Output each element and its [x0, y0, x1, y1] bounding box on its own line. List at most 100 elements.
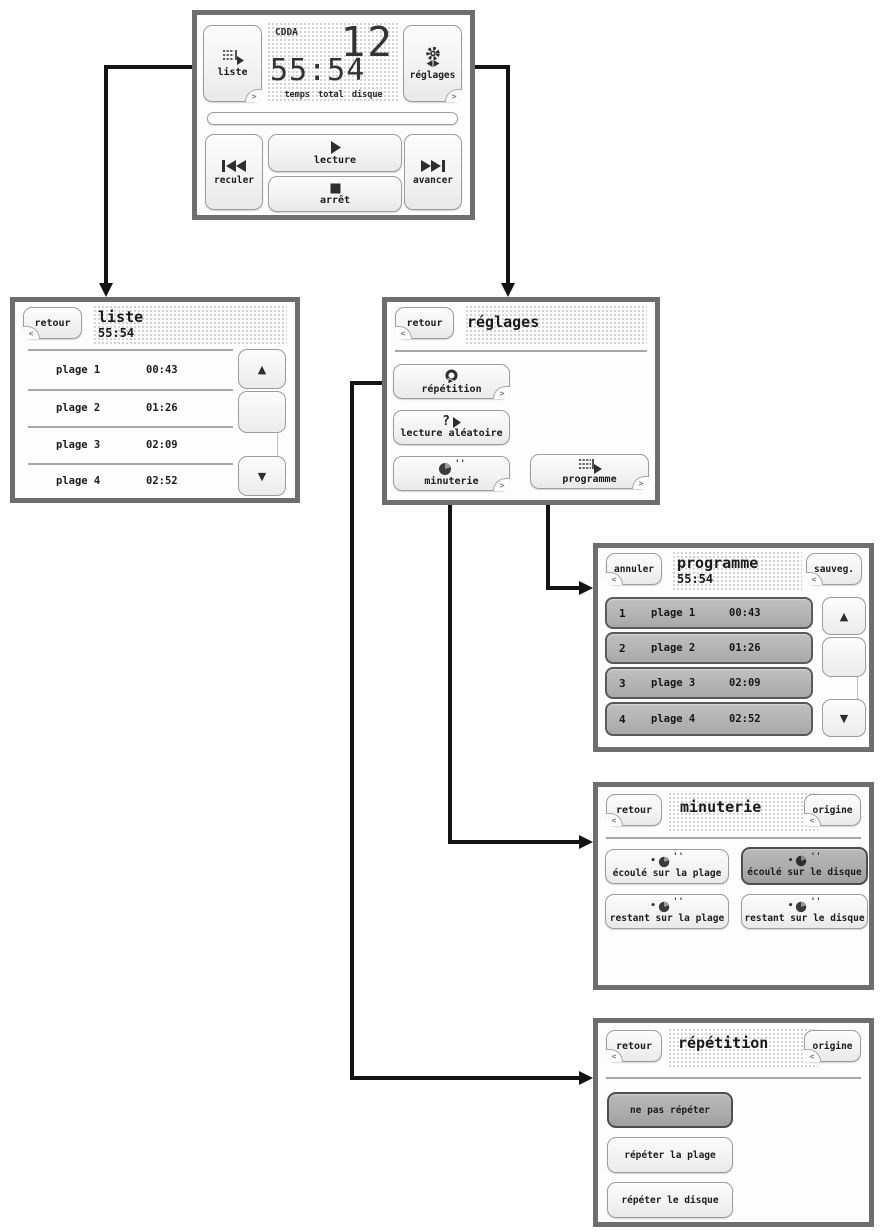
timer-pie-icon — [796, 855, 807, 867]
header-dots — [668, 1028, 818, 1067]
lecture-button[interactable]: lecture — [268, 134, 402, 172]
repeat-option-disc[interactable]: répéter le disque — [607, 1182, 733, 1218]
reglages-button[interactable]: réglages > — [403, 25, 462, 102]
origine-button[interactable]: origine < — [804, 1030, 861, 1062]
sauveg-button-label: sauveg. — [813, 563, 855, 575]
arrowhead-repetition — [579, 1071, 593, 1085]
timer-pie-icon — [658, 856, 670, 867]
track-time: 02:09 — [146, 439, 178, 451]
program-index: 4 — [619, 712, 626, 726]
liste-button-label: liste — [217, 67, 248, 78]
reglages-panel: retour < réglages répétition > ? lecture… — [382, 297, 660, 505]
header-separator — [395, 350, 647, 352]
programme-menu-button[interactable]: programme > — [530, 454, 649, 489]
arrowhead-programme — [579, 581, 593, 595]
track-list-item[interactable]: plage 2 01:26 — [28, 390, 233, 426]
arrowhead-reglages — [501, 283, 515, 297]
track-name: plage 3 — [56, 439, 101, 451]
forward-corner-icon: > — [632, 476, 649, 489]
reglages-button-label: réglages — [409, 70, 456, 81]
track-name: plage 3 — [651, 677, 696, 689]
timer-option-label: écoulé sur le disque — [747, 867, 862, 878]
timer-option-restant-disque[interactable]: • '' restant sur le disque — [741, 894, 868, 929]
arret-button-label: arrêt — [319, 194, 351, 206]
program-row[interactable]: 1 plage 1 00:43 — [605, 597, 813, 629]
origine-button[interactable]: origine < — [804, 794, 861, 826]
program-row[interactable]: 2 plage 2 01:26 — [605, 632, 813, 664]
timer-icon: '' — [438, 459, 465, 476]
up-arrow-icon: ▲ — [839, 609, 849, 623]
track-list-item[interactable]: plage 1 00:43 — [28, 352, 233, 388]
retour-button[interactable]: retour < — [23, 307, 82, 339]
scrollbar: ▲ ▼ — [238, 349, 286, 496]
program-row[interactable]: 3 plage 3 02:09 — [605, 667, 813, 699]
panel-title: répétition — [678, 1034, 769, 1052]
scroll-down-button[interactable]: ▼ — [238, 456, 286, 496]
repeat-option-track[interactable]: répéter la plage — [607, 1137, 733, 1173]
minuterie-menu-button[interactable]: '' minuterie > — [393, 456, 510, 491]
timer-option-label: restant sur le disque — [744, 912, 865, 924]
track-name: plage 4 — [651, 713, 696, 725]
header-separator — [606, 1077, 861, 1079]
lecture-aleatoire-button[interactable]: ? lecture aléatoire — [393, 410, 510, 445]
arret-button[interactable]: arrêt — [268, 176, 402, 212]
header-dots — [93, 305, 287, 346]
scrollbar-track — [857, 677, 858, 699]
minuterie-button-label: minuterie — [424, 475, 479, 487]
row-divider — [28, 426, 233, 428]
program-index: 2 — [619, 641, 626, 655]
skip-forward-icon — [421, 159, 445, 172]
track-name: plage 1 — [56, 364, 101, 376]
track-time: 01:26 — [729, 642, 761, 654]
annuler-button[interactable]: annuler < — [606, 553, 662, 585]
row-divider — [28, 463, 233, 465]
scrollbar-thumb[interactable] — [238, 391, 286, 433]
retour-button-label: retour — [615, 1040, 653, 1052]
retour-button[interactable]: retour < — [606, 1030, 662, 1062]
track-list-item[interactable]: plage 4 02:52 — [28, 464, 233, 498]
repeat-icon — [445, 369, 458, 384]
track-time: 02:09 — [729, 677, 761, 689]
retour-button[interactable]: retour < — [395, 307, 454, 339]
row-divider — [28, 389, 233, 391]
liste-button[interactable]: liste > — [203, 25, 262, 102]
lecture-aleatoire-label: lecture aléatoire — [400, 427, 503, 439]
repeat-option-none[interactable]: ne pas répéter — [607, 1092, 733, 1128]
forward-corner-icon: > — [493, 478, 510, 491]
track-list-item[interactable]: plage 3 02:09 — [28, 427, 233, 463]
track-name: plage 2 — [651, 642, 696, 654]
gear-icon — [425, 46, 440, 67]
repeat-option-label: répéter le disque — [621, 1194, 719, 1206]
minuterie-panel: retour < minuterie origine < • '' écoulé… — [593, 782, 874, 990]
program-index: 3 — [619, 676, 626, 690]
retour-button-label: retour — [34, 317, 71, 329]
panel-title: programme — [677, 554, 759, 572]
avancer-button[interactable]: avancer — [404, 134, 462, 210]
scroll-down-button[interactable]: ▼ — [822, 699, 866, 737]
track-time: 00:43 — [729, 607, 761, 619]
track-time: 00:43 — [146, 364, 178, 376]
play-icon — [330, 140, 341, 154]
track-name: plage 4 — [56, 475, 101, 487]
timer-pie-icon — [658, 901, 670, 912]
arrow-main-to-reglages — [475, 65, 510, 283]
sauvegarder-button[interactable]: sauveg. < — [806, 553, 862, 585]
scrollbar-track — [277, 433, 278, 456]
scroll-up-button[interactable]: ▲ — [238, 349, 286, 389]
repetition-menu-button[interactable]: répétition > — [393, 364, 510, 399]
list-icon — [578, 459, 602, 474]
timer-option-restant-plage[interactable]: • '' restant sur la plage — [605, 894, 729, 929]
liste-panel: retour < liste 55:54 plage 1 00:43 plage… — [10, 297, 300, 503]
progress-bar — [207, 112, 458, 125]
timer-icon: • '' — [650, 852, 684, 867]
timer-option-ecoule-disque[interactable]: • '' écoulé sur le disque — [741, 847, 868, 885]
scrollbar-thumb[interactable] — [822, 637, 866, 677]
programme-panel: annuler < programme 55:54 sauveg. < 1 pl… — [593, 543, 874, 752]
timer-option-ecoule-plage[interactable]: • '' écoulé sur la plage — [605, 849, 729, 884]
retour-button[interactable]: retour < — [606, 794, 662, 826]
panel-total-time: 55:54 — [677, 572, 714, 586]
scroll-up-button[interactable]: ▲ — [822, 597, 866, 635]
program-row[interactable]: 4 plage 4 02:52 — [605, 702, 813, 736]
reculer-button[interactable]: reculer — [205, 134, 263, 210]
